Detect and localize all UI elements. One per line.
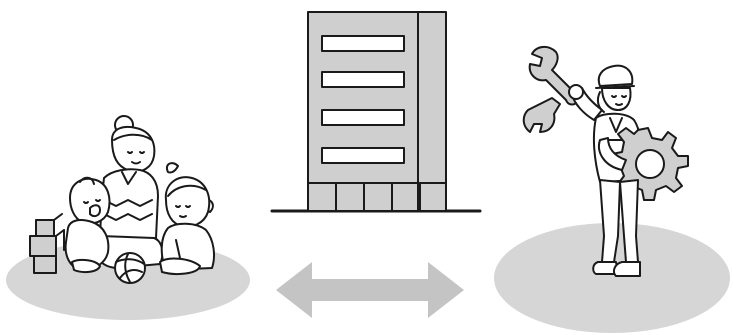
worker-fist <box>569 85 583 99</box>
worker-helmet <box>599 66 633 86</box>
worker-right-boot <box>614 262 640 276</box>
building-window-1 <box>322 36 404 51</box>
girl-figure <box>160 163 214 274</box>
office-building-icon <box>272 12 480 211</box>
building-window-3 <box>322 110 404 125</box>
double-arrow-icon <box>276 262 464 318</box>
ball-icon <box>115 253 145 283</box>
building-window-2 <box>322 72 404 87</box>
worker-head <box>602 88 631 110</box>
building-window-4 <box>322 148 404 163</box>
